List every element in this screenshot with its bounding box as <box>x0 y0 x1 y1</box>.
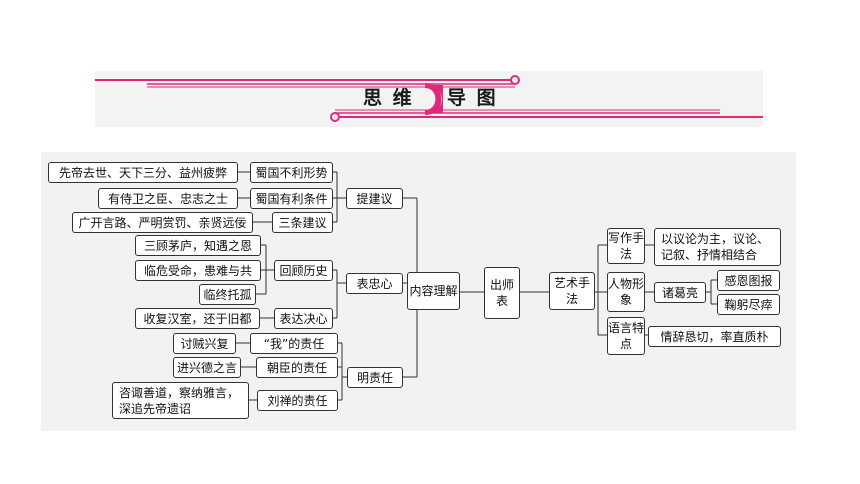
detail-language-features: 情辞恳切，率直质朴 <box>648 326 781 347</box>
detail-liushan-duty: 咨诹善道，察纳雅言，深追先帝遗诏 <box>112 382 249 419</box>
detail-writing-technique: 以议论为主，议论、记叙、抒情相结合 <box>654 228 781 266</box>
node-favorable-conditions: 蜀国有利条件 <box>250 188 333 209</box>
art-techniques-node: 艺术手法 <box>549 272 595 310</box>
trait-gratitude: 感恩图报 <box>717 270 780 291</box>
node-express-resolve: 表达决心 <box>274 308 333 329</box>
detail-zhuge-liang: 诸葛亮 <box>654 282 706 303</box>
detail-favorable-conditions: 有侍卫之臣、忠志之士 <box>98 188 238 209</box>
branch-give-advice: 提建议 <box>346 188 403 209</box>
node-review-history: 回顾历史 <box>274 260 333 281</box>
branch-clarify-duties: 明责任 <box>347 367 403 388</box>
detail-unfavorable-situation: 先帝去世、天下三分、益州疲弊 <box>48 162 238 183</box>
connector-lines <box>236 171 717 401</box>
node-unfavorable-situation: 蜀国不利形势 <box>250 162 333 183</box>
node-my-duty: “我”的责任 <box>250 333 338 354</box>
detail-my-duty: 讨贼兴复 <box>173 333 236 354</box>
detail-express-resolve: 收复汉室，还于旧都 <box>135 308 260 329</box>
detail-history-3: 临终托孤 <box>199 284 256 305</box>
detail-ministers-duty: 进兴德之言 <box>173 357 241 378</box>
banner-decoration <box>95 75 763 122</box>
node-language-features: 语言特点 <box>607 317 645 355</box>
detail-three-suggestions: 广开言路、严明赏罚、亲贤远佞 <box>72 212 253 233</box>
trait-devotion: 鞠躬尽瘁 <box>717 294 780 315</box>
banner-title-part1: 思 维 <box>363 87 414 109</box>
center-node-chushibiao: 出师表 <box>484 267 520 319</box>
node-liushan-duty: 刘禅的责任 <box>257 390 338 411</box>
detail-history-2: 临危受命，患难与共 <box>135 260 261 281</box>
mind-map-panel: 出师表 内容理解 艺术手法 提建议 蜀国不利形势 先帝去世、天下三分、益州疲弊 … <box>41 152 796 431</box>
banner-title-part2: 导 图 <box>447 87 498 109</box>
node-ministers-duty: 朝臣的责任 <box>256 357 338 378</box>
content-understanding-node: 内容理解 <box>407 272 460 310</box>
detail-history-1: 三顾茅庐，知遇之恩 <box>135 235 261 256</box>
node-three-suggestions: 三条建议 <box>272 212 333 233</box>
mind-map-banner: 思 维 导 图 <box>95 71 763 127</box>
branch-show-loyalty: 表忠心 <box>346 273 403 294</box>
node-character-image: 人物形象 <box>607 272 645 312</box>
node-writing-technique: 写作手法 <box>607 228 645 264</box>
